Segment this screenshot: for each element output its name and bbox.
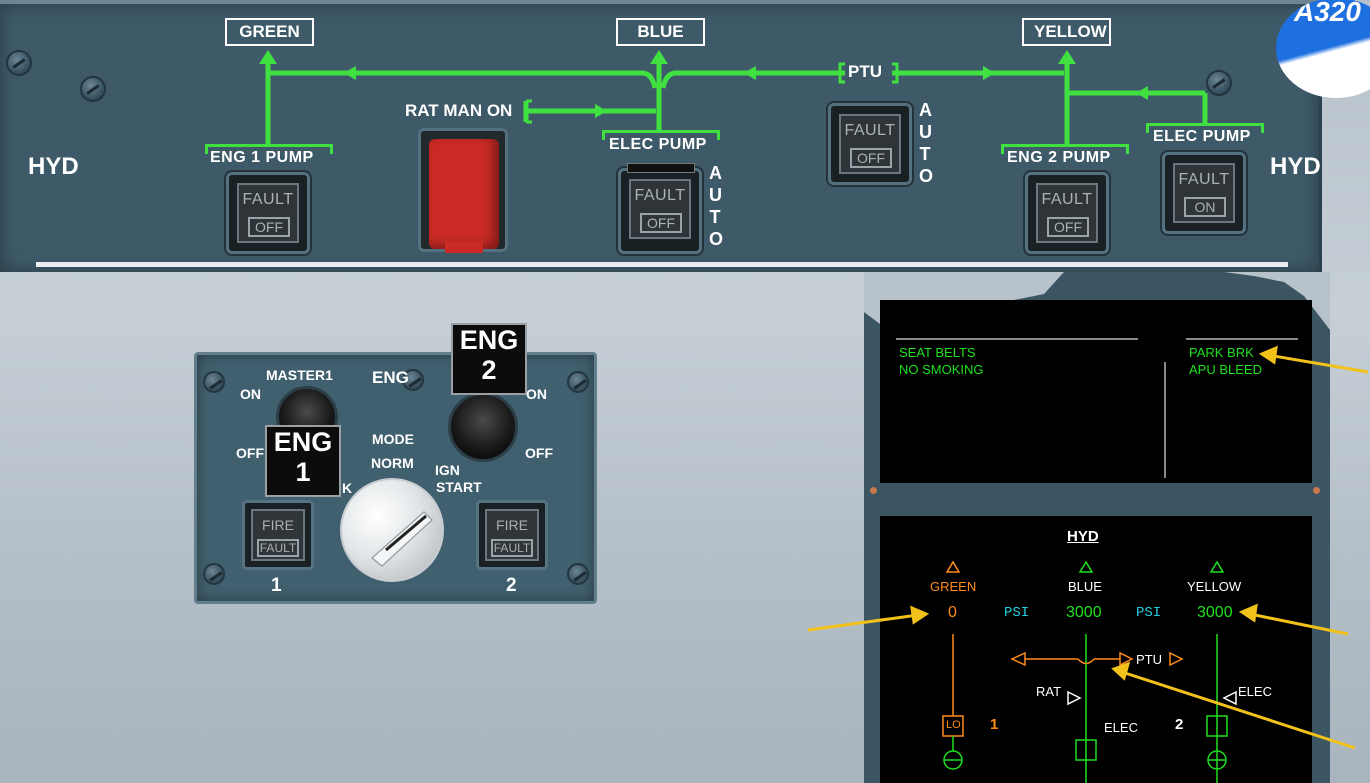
yellow-system-label: YELLOW	[1022, 18, 1111, 46]
mount-screw-icon	[870, 487, 877, 494]
yellow-elec-pump-bracket	[1146, 123, 1264, 133]
fire-1-fault: FAULT	[257, 539, 299, 557]
screw-icon	[567, 563, 589, 585]
ptu-off: OFF	[850, 148, 892, 168]
blue-elec-pump-bracket	[602, 130, 720, 140]
sd-title: HYD	[1067, 528, 1099, 545]
airplane-icon	[1348, 46, 1370, 58]
sd-eng2-number: 2	[1175, 716, 1184, 733]
eng1-pump-off: OFF	[248, 217, 290, 237]
memo-right-2: APU BLEED	[1189, 362, 1262, 377]
blue-elec-pump-off: OFF	[640, 213, 682, 233]
rat-guard-cover[interactable]	[418, 128, 508, 253]
yellow-elec-pump-fault: FAULT	[1178, 171, 1230, 188]
ptu-pushbutton[interactable]: FAULT OFF	[828, 103, 912, 185]
sd-psi-left: PSI	[1004, 605, 1030, 621]
ign-label: IGN	[435, 462, 460, 478]
mode-label: MODE	[372, 431, 414, 447]
eng2-pump-off: OFF	[1047, 217, 1089, 237]
mount-screw-icon	[1313, 487, 1320, 494]
hyd-schematic	[259, 50, 1208, 145]
green-system-label: GREEN	[225, 18, 314, 46]
sd-yellow-pressure: 3000	[1197, 604, 1233, 621]
sd-ptu-label: PTU	[1136, 652, 1162, 667]
hyd-sd-schematic	[942, 560, 1237, 783]
eng1-master-flag: ENG 1	[265, 425, 341, 497]
engine-mode-selector[interactable]	[340, 478, 444, 582]
screw-icon	[203, 371, 225, 393]
yellow-elec-pump-pushbutton[interactable]: FAULT ON	[1162, 152, 1246, 234]
engine-warning-display: SEAT BELTS NO SMOKING PARK BRK APU BLEED	[880, 300, 1312, 483]
master1-off-label: OFF	[236, 445, 264, 461]
eng1-pump-fault: FAULT	[242, 191, 294, 208]
sd-green-pressure: 0	[948, 604, 957, 621]
eng-panel-label: ENG	[372, 368, 409, 387]
system-display-hyd: HYD GREEN BLUE YELLOW 0 PSI 3000 PSI	[880, 516, 1312, 783]
sd-yellow-name: YELLOW	[1187, 579, 1242, 594]
sd-blue-elec-label: ELEC	[1104, 720, 1138, 735]
eng2-pump-label: ENG 2 PUMP	[1007, 149, 1111, 166]
sd-green-lo: LO	[946, 719, 961, 731]
master2-on-label: ON	[526, 386, 547, 402]
eng1-pump-pushbutton[interactable]: FAULT OFF	[226, 172, 310, 254]
eng2-pump-pushbutton[interactable]: FAULT OFF	[1025, 172, 1109, 254]
fire-2-label: FIRE	[496, 517, 528, 533]
screw-icon	[80, 76, 106, 102]
screw-icon	[567, 371, 589, 393]
yellow-elec-pump-label: ELEC PUMP	[1153, 128, 1251, 145]
blue-elec-pump-label: ELEC PUMP	[609, 136, 707, 153]
fire-1-pushbutton[interactable]: FIRE FAULT	[242, 500, 314, 570]
rat-man-on-label: RAT MAN ON	[405, 101, 513, 120]
memo-left-2: NO SMOKING	[899, 362, 984, 377]
sd-eng1-number: 1	[990, 716, 999, 733]
screw-icon	[1206, 70, 1232, 96]
fire-1-label: FIRE	[262, 517, 294, 533]
blue-elec-pump-pushbutton[interactable]: FAULT OFF	[618, 163, 702, 254]
sd-psi-right: PSI	[1136, 605, 1162, 621]
sd-yellow-elec-label: ELEC	[1238, 684, 1272, 699]
screw-icon	[203, 563, 225, 585]
screw-icon	[6, 50, 32, 76]
yellow-elec-pump-on: ON	[1184, 197, 1226, 217]
fire-2-pushbutton[interactable]: FIRE FAULT	[476, 500, 548, 570]
fire-2-number: 2	[506, 575, 517, 596]
blue-system-label: BLUE	[616, 18, 705, 46]
screw-icon	[402, 369, 424, 391]
blue-elec-pump-fault: FAULT	[634, 187, 686, 204]
sd-blue-pressure: 3000	[1066, 604, 1102, 621]
ptu-auto: AUTO	[919, 100, 934, 186]
start-label: START	[436, 479, 482, 495]
master1-on-label: ON	[240, 386, 261, 402]
eng2-pump-bracket	[1001, 144, 1129, 154]
master2-off-label: OFF	[525, 445, 553, 461]
sd-blue-name: BLUE	[1068, 579, 1102, 594]
fire-2-fault: FAULT	[491, 539, 533, 557]
blue-elec-pump-auto: AUTO	[709, 163, 724, 249]
master1-label: MASTER1	[266, 367, 333, 383]
eng2-master-flag: ENG 2	[451, 323, 527, 395]
sd-rat-label: RAT	[1036, 684, 1062, 699]
eng1-pump-bracket	[205, 144, 333, 154]
eng2-pump-fault: FAULT	[1041, 191, 1093, 208]
panel-bottom-line	[36, 262, 1288, 267]
a320-badge: A320	[1276, 0, 1370, 98]
memo-left-1: SEAT BELTS	[899, 345, 976, 360]
memo-right-1: PARK BRK	[1189, 345, 1254, 360]
sd-green-name: GREEN	[930, 579, 977, 594]
ptu-label: PTU	[848, 62, 882, 81]
fire-1-number: 1	[271, 575, 282, 596]
eng1-pump-label: ENG 1 PUMP	[210, 149, 314, 166]
ptu-fault: FAULT	[844, 122, 896, 139]
a320-badge-text: A320	[1294, 0, 1361, 27]
crank-label-partial: K	[342, 480, 353, 496]
norm-label: NORM	[371, 455, 414, 471]
